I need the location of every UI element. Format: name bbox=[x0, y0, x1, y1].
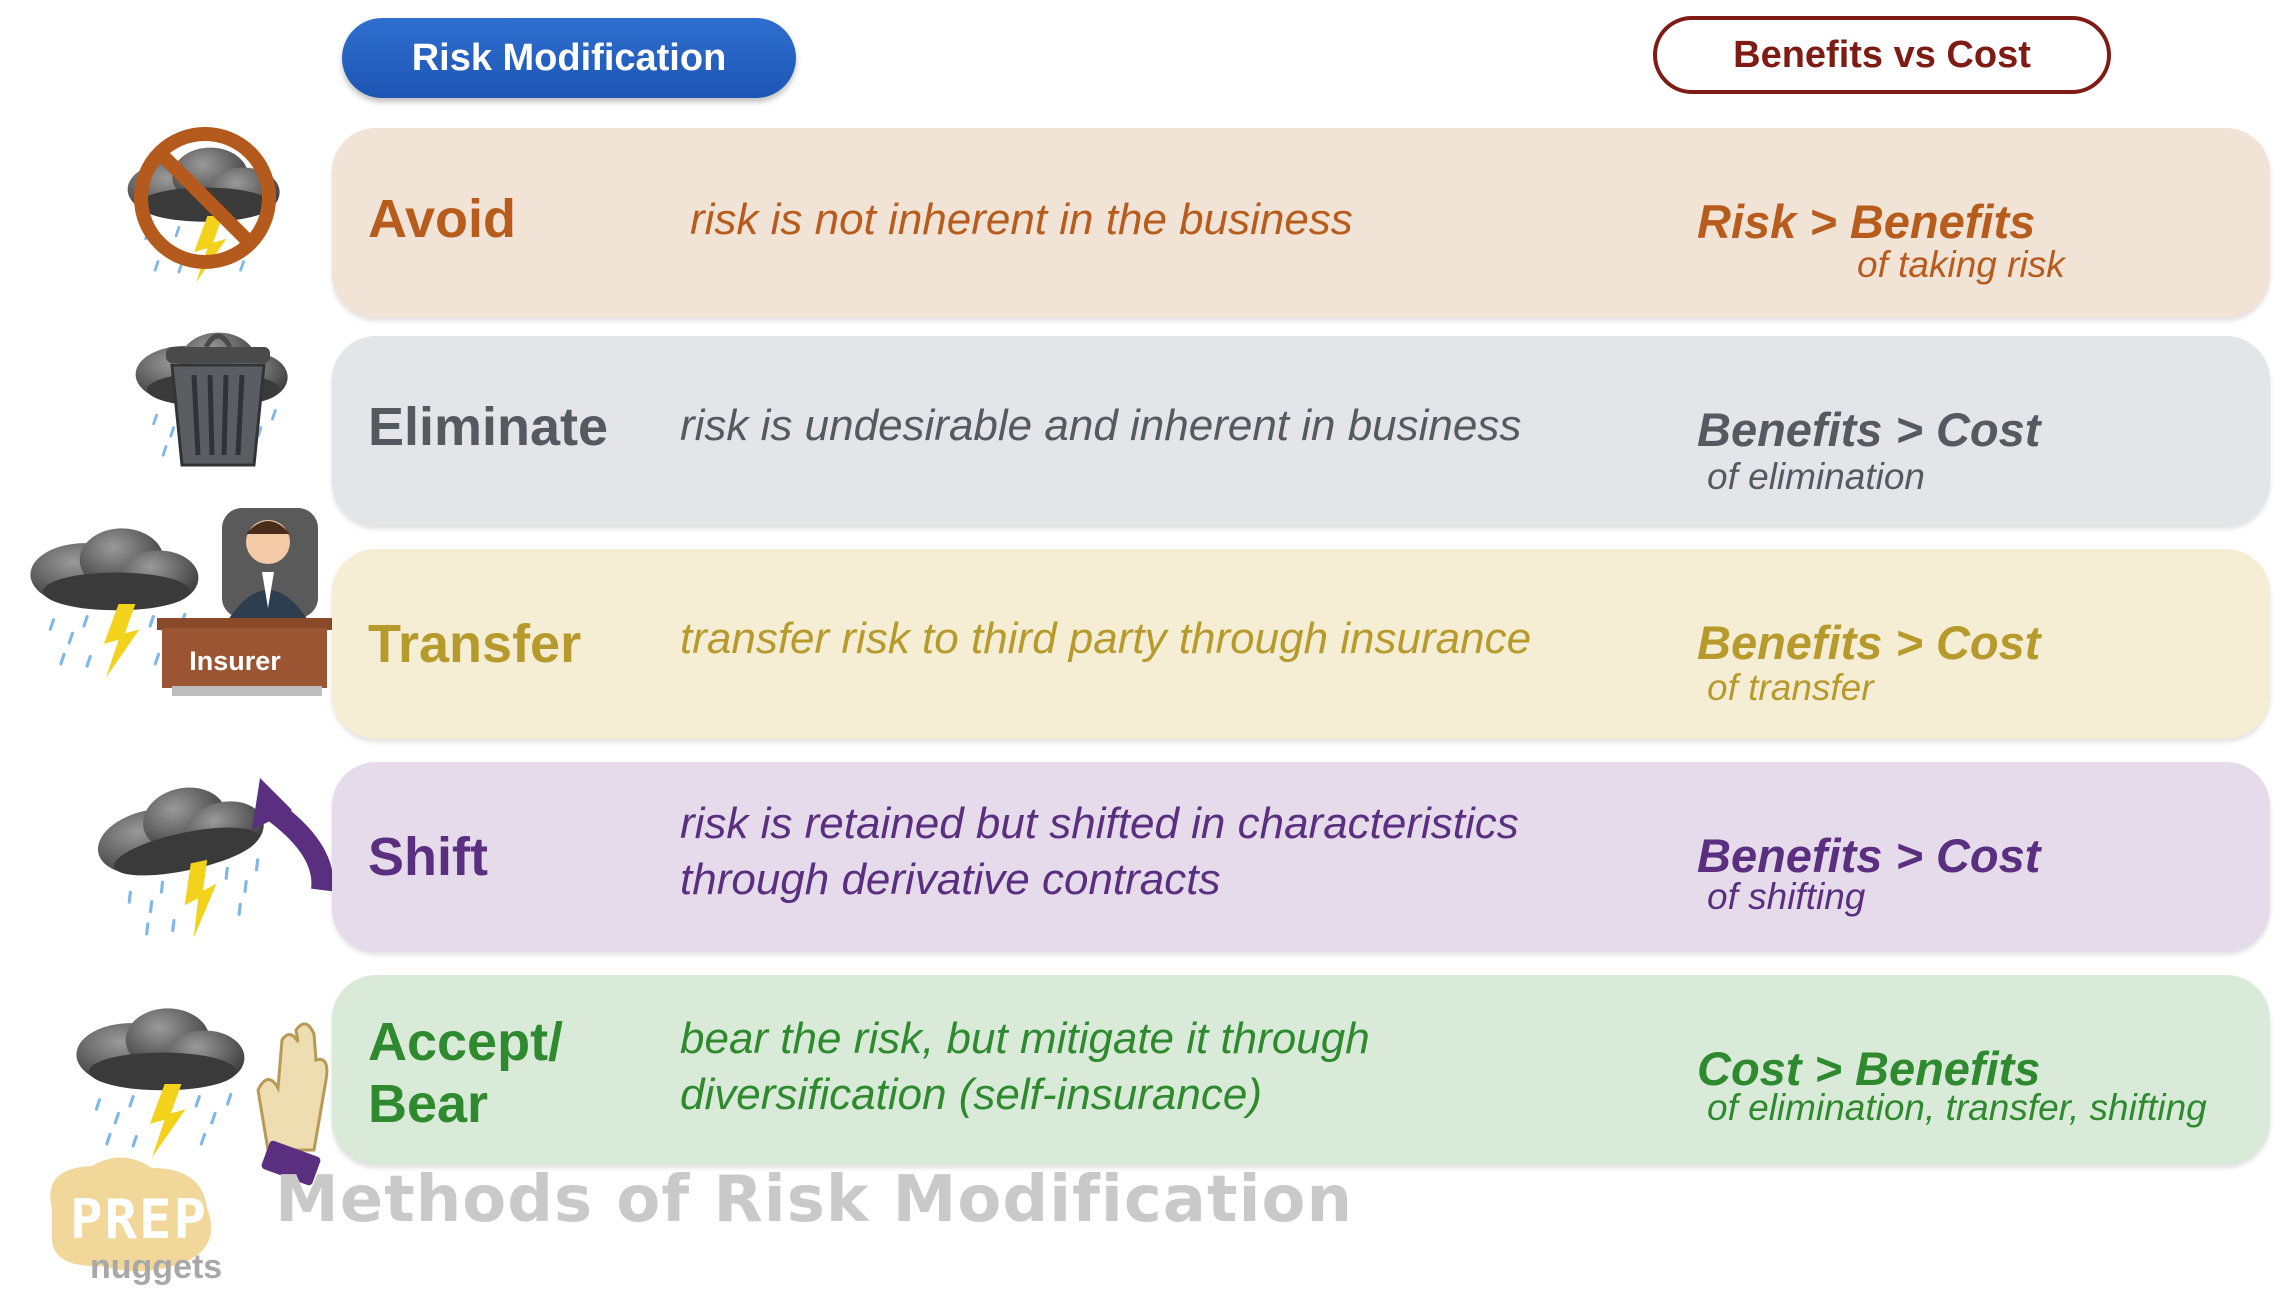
prep-nuggets-logo bbox=[50, 1157, 212, 1272]
logo-text-nuggets: nuggets bbox=[90, 1248, 223, 1286]
footer-title: Methods of Risk Modification bbox=[275, 1163, 1354, 1237]
description-line: diversification (self-insurance) bbox=[680, 1070, 1262, 1119]
comparison-subtext: of taking risk bbox=[1857, 244, 2065, 285]
comparison-label: Benefits > Cost bbox=[1697, 403, 2041, 456]
eliminate-row: Eliminate risk is undesirable and inhere… bbox=[332, 336, 2270, 526]
method-label: Shift bbox=[368, 827, 488, 887]
avoid-row: Avoid risk is not inherent in the busine… bbox=[332, 128, 2270, 318]
accept-bear-row: Accept/ Bear bear the risk, but mitigate… bbox=[332, 975, 2270, 1165]
method-description: risk is undesirable and inherent in busi… bbox=[680, 401, 1522, 450]
method-label: Accept/ Bear bbox=[368, 1011, 563, 1135]
risk-modification-header: Risk Modification bbox=[342, 18, 796, 98]
shift-row: Shift risk is retained but shifted in ch… bbox=[332, 762, 2270, 952]
transfer-row: Transfer transfer risk to third party th… bbox=[332, 549, 2270, 739]
insurer-desk-label: Insurer bbox=[189, 646, 281, 676]
description-line: risk is retained but shifted in characte… bbox=[680, 799, 1519, 848]
curved-arrow-storm-icon bbox=[92, 771, 334, 956]
insurer-desk-icon bbox=[28, 508, 332, 696]
method-description: bear the risk, but mitigate it through d… bbox=[680, 1011, 1370, 1123]
method-label-line: Accept/ bbox=[368, 1012, 564, 1072]
method-label: Avoid bbox=[368, 189, 516, 249]
comparison-subtext: of transfer bbox=[1707, 667, 1874, 708]
comparison-subtext: of elimination bbox=[1707, 456, 1926, 497]
method-description: transfer risk to third party through ins… bbox=[680, 614, 1532, 663]
no-storm-icon bbox=[126, 127, 282, 284]
method-label: Eliminate bbox=[368, 397, 609, 457]
comparison-subtext: of shifting bbox=[1707, 876, 1866, 917]
trash-can-storm-icon bbox=[134, 331, 290, 469]
method-description: risk is not inherent in the business bbox=[690, 195, 1353, 244]
comparison-label: Benefits > Cost bbox=[1697, 829, 2041, 882]
logo-text-prep: PREP bbox=[70, 1188, 209, 1251]
comparison-label: Risk > Benefits bbox=[1697, 195, 2036, 248]
description-line: bear the risk, but mitigate it through bbox=[680, 1014, 1370, 1063]
hand-storm-icon bbox=[74, 1006, 329, 1186]
method-description: risk is retained but shifted in characte… bbox=[680, 796, 1519, 908]
comparison-subtext: of elimination, transfer, shifting bbox=[1707, 1087, 2207, 1128]
comparison-label: Cost > Benefits bbox=[1697, 1042, 2041, 1095]
benefits-vs-cost-header: Benefits vs Cost bbox=[1653, 16, 2111, 94]
comparison-label: Benefits > Cost bbox=[1697, 616, 2041, 669]
method-label: Transfer bbox=[368, 614, 582, 674]
method-label-line: Bear bbox=[368, 1074, 489, 1134]
description-line: through derivative contracts bbox=[680, 855, 1221, 904]
